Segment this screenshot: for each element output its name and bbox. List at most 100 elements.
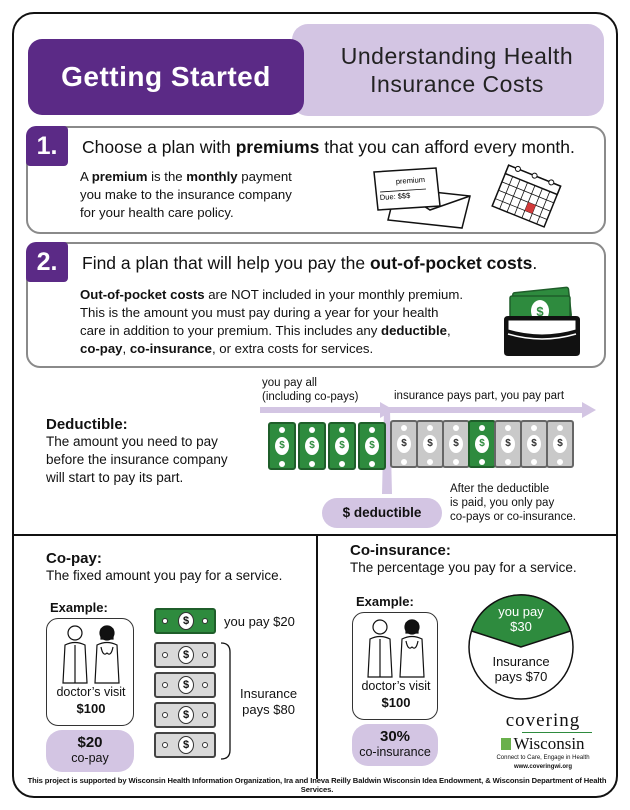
dollar-bill-icon: $ (468, 420, 496, 468)
dollar-bill-icon: $ (298, 422, 326, 470)
after-deductible-note: After the deductible is paid, you only p… (450, 482, 576, 524)
step-2-number: 2. (26, 242, 68, 282)
t: care in addition to your premium. This i… (80, 323, 382, 338)
after-line-2: is paid, you only pay (450, 497, 555, 509)
copay-pill-label: co-pay (71, 751, 109, 765)
svg-text:$: $ (536, 304, 544, 319)
dollar-bill-icon: $ (442, 420, 470, 468)
t: is the (147, 169, 187, 184)
step-1-title: Choose a plan with premiums that you can… (82, 137, 575, 158)
title-line-2: Insurance Costs (370, 71, 544, 97)
dollar-bill-icon: $ (154, 732, 216, 758)
title-banner: Understanding Health Insurance Costs (292, 24, 604, 116)
step-2-box: 2. Find a plan that will help you pay th… (26, 242, 606, 368)
deductible-desc-2: before the insurance company (46, 452, 228, 467)
after-line-3: co-pays or co-insurance. (450, 511, 576, 523)
bracket (220, 642, 231, 760)
step-2-body: Out-of-pocket costs are NOT included in … (80, 286, 463, 358)
dollar-bill-icon: $ (546, 420, 574, 468)
copay-visit-amount: $100 (76, 701, 106, 716)
coins-example-label: Example: (356, 594, 414, 609)
t: , (122, 341, 130, 356)
t: monthly (186, 169, 238, 184)
coins-visit-amount: $100 (381, 695, 411, 710)
logo-url: www.coveringwi.org (513, 764, 573, 770)
deductible-desc-1: The amount you need to pay (46, 434, 218, 449)
step-1-title-post: that you can afford every month. (319, 137, 575, 157)
logo-square-icon (501, 738, 512, 750)
wallet-icon: $ (504, 286, 580, 356)
deductible-title: Deductible: (46, 416, 128, 433)
dollar-bill-icon: $ (154, 672, 216, 698)
green-bills-group: $ $ $ $ (268, 422, 388, 474)
pie-you-pay-label: you pay $30 (466, 604, 576, 634)
step-1-body-line-2: you make to the insurance company (80, 187, 292, 202)
pie-slice-you-pay (470, 594, 572, 648)
bill-label-premium: premium (396, 175, 426, 186)
t: deductible (381, 323, 447, 338)
copay-header: Co-pay: The fixed amount you pay for a s… (46, 550, 282, 585)
pie-line-4: pays $70 (494, 669, 548, 684)
step-2-title-bold: out-of-pocket costs (369, 253, 533, 273)
t: , (446, 323, 451, 338)
dollar-bill-icon: $ (328, 422, 356, 470)
dollar-bill-icon: $ (520, 420, 548, 468)
t: payment (237, 169, 292, 184)
coins-desc: The percentage you pay for a service. (350, 560, 577, 575)
coins-title: Co-insurance: (350, 542, 451, 559)
covering-wisconsin-logo: covering Wisconsin Connect to Care, Enga… (476, 710, 610, 770)
section-divider-vertical (316, 534, 318, 779)
step-2-title: Find a plan that will help you pay the o… (82, 253, 537, 274)
copay-example-label: Example: (50, 600, 108, 615)
mixed-bills-group: $ $ $ $ $ $ $ (390, 420, 590, 472)
timeline-arrows (260, 402, 596, 418)
coins-doctor-card: doctor’s visit $100 (352, 612, 438, 720)
coins-header: Co-insurance: The percentage you pay for… (350, 542, 577, 577)
footer-credit: This project is supported by Wisconsin H… (27, 776, 607, 794)
dollar-bill-icon: $ (358, 422, 386, 470)
coins-pill-label: co-insurance (359, 745, 431, 759)
step-1-box: 1. Choose a plan with premiums that you … (26, 126, 606, 234)
doctor-icon (62, 625, 120, 684)
title-line-1: Understanding Health (340, 43, 574, 69)
copay-pill-amount: $20 (77, 734, 103, 751)
t: are NOT included in your monthly premium… (204, 287, 464, 302)
step-2-title-post: . (532, 253, 538, 273)
step-2-title-pre: Find a plan that will help you pay the (82, 253, 370, 273)
copay-insurance-pays: Insurance pays $80 (240, 686, 297, 718)
t: premium (91, 169, 148, 184)
copay-ins-line-1: Insurance (240, 686, 298, 701)
deductible-description: Deductible: The amount you need to pay b… (46, 416, 266, 487)
logo-word-2: Wisconsin (513, 734, 585, 753)
copay-desc: The fixed amount you pay for a service. (46, 568, 283, 583)
coins-pill-amount: 30% (379, 728, 411, 745)
dollar-bill-icon: $ (154, 608, 216, 634)
coins-visit-label: doctor’s visit (361, 679, 431, 693)
copay-pill: $20 co-pay (46, 730, 134, 772)
after-line-1: After the deductible (450, 483, 550, 495)
bill-label-due: Due: $$$ (380, 191, 412, 202)
dollar-bill-icon: $ (494, 420, 522, 468)
step-1-number: 1. (26, 126, 68, 166)
pie-line-1: you pay (498, 604, 544, 619)
logo-tagline: Connect to Care, Engage in Health (496, 755, 590, 761)
t: , or extra costs for services. (211, 341, 374, 356)
step-2-body-line-2: This is the amount you must pay during a… (80, 305, 439, 320)
dollar-bill-icon: $ (390, 420, 418, 468)
logo-word-1: covering (505, 710, 581, 731)
step-1-body: A premium is the monthly payment you mak… (80, 168, 292, 222)
arrow-2-label: insurance pays part, you pay part (394, 390, 565, 402)
dollar-bill-icon: $ (416, 420, 444, 468)
calendar-icon (491, 164, 562, 228)
pie-line-3: Insurance (492, 654, 550, 669)
step-1-title-bold: premiums (235, 137, 320, 157)
t: Out-of-pocket costs (80, 287, 205, 302)
copay-you-pay: you pay $20 (224, 614, 295, 629)
dollar-bill-icon: $ (154, 642, 216, 668)
deductible-badge: $ deductible (322, 498, 442, 528)
arrow-1-line-1: you pay all (262, 377, 317, 389)
doctor-icon (367, 619, 425, 678)
pie-line-2: $30 (510, 619, 532, 634)
t: co-insurance (129, 341, 212, 356)
coins-pill: 30% co-insurance (352, 724, 438, 766)
